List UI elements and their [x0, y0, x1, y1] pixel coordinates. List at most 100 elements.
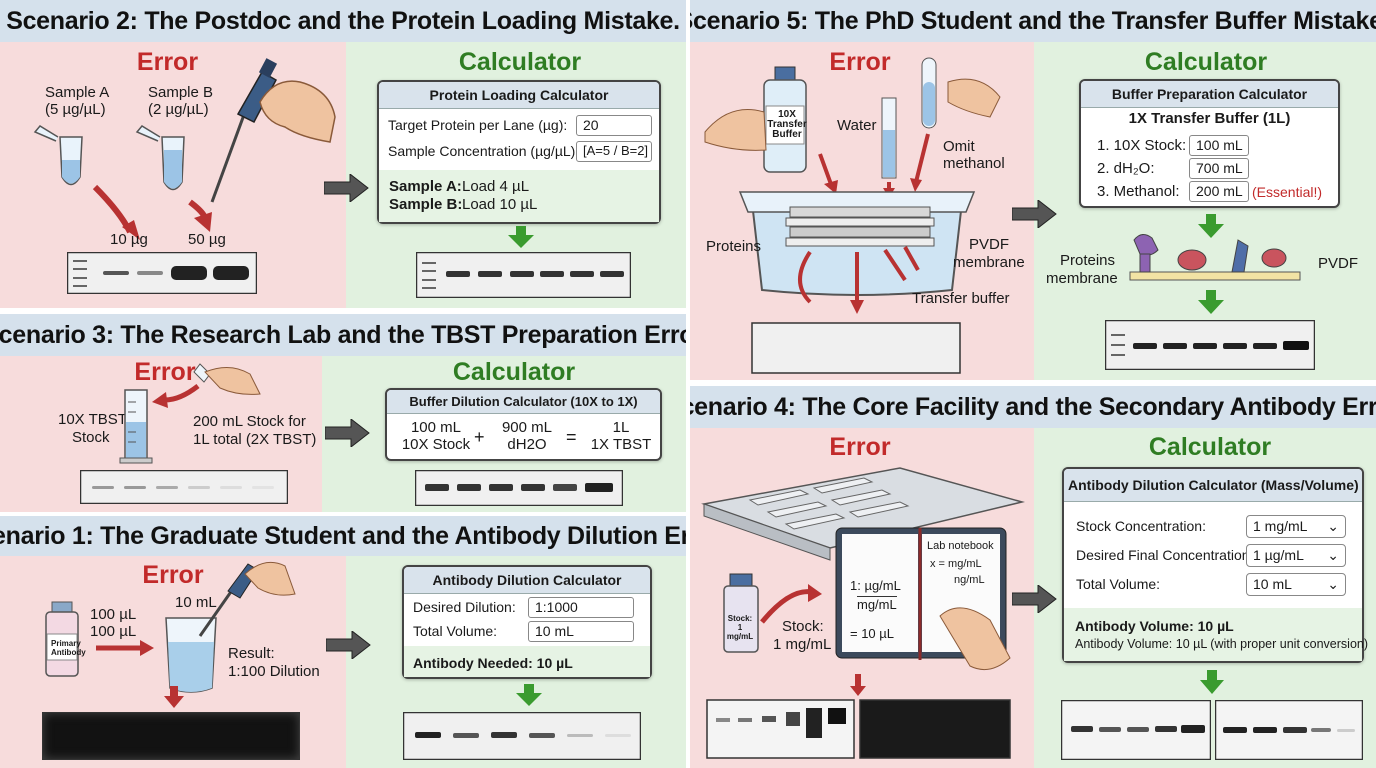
proteins-membrane-label: Proteins: [1060, 252, 1116, 269]
total-volume-value: 10 mL: [1253, 576, 1292, 592]
stock-concentration-select[interactable]: 1 mg/mL ⌄: [1246, 515, 1346, 538]
notebook-line-3: = 10 µL: [850, 626, 894, 641]
sample-b-concentration: (2 µg/µL): [148, 101, 209, 118]
result-dilution-value: 1:100 Dilution: [228, 663, 320, 680]
scenario-4-title: Scenario 4: The Core Facility and the Se…: [690, 386, 1376, 428]
pvdf-calculator-label: PVDF: [1318, 255, 1359, 272]
lab-notebook-title: Lab notebook: [927, 540, 994, 552]
notebook-equation-1: x = mg/mL: [930, 558, 982, 570]
scenario-2-title: Scenario 2: The Postdoc and the Protein …: [0, 0, 686, 42]
tbst-stock-label-line2: Stock: [72, 429, 110, 446]
transfer-buffer-label: Transfer buffer: [912, 290, 1010, 307]
tbst-plus-sign: +: [474, 427, 485, 447]
graduated-cylinder-icon: [119, 389, 153, 464]
target-protein-label: Target Protein per Lane (µg):: [388, 117, 568, 133]
scenario-5-error-illustration: [704, 57, 1001, 374]
scenario-3-error-illustration: [119, 363, 261, 464]
stock-label: Stock:: [782, 618, 824, 635]
scenario-2-arrow-icon: [324, 174, 369, 202]
antibody-needed-result: Antibody Needed: 10 µL: [413, 655, 573, 671]
scenario-1-error-heading: Error: [142, 561, 204, 589]
scenario-5-arrow-icon: [1012, 200, 1057, 228]
sample-a-concentration: (5 µg/µL): [45, 101, 106, 118]
desired-concentration-label: Desired Final Concentration:: [1076, 547, 1254, 563]
scenario-3-error-heading: Error: [134, 358, 196, 386]
scenario-5-green-arrow-icon: [1198, 214, 1224, 238]
buffer-preparation-calculator-title: Buffer Preparation Calculator: [1081, 81, 1338, 108]
scenario-1-down-arrow-icon: [164, 686, 184, 708]
total-volume-select[interactable]: 10 mL ⌄: [1246, 573, 1346, 596]
scenario-4-calculator-gel-1: [1061, 700, 1211, 760]
tube-a-icon: [33, 125, 83, 186]
target-protein-input[interactable]: 20: [576, 115, 652, 136]
scenario-4-calculator-heading: Calculator: [1148, 433, 1272, 461]
chevron-down-icon: ⌄: [1327, 518, 1339, 534]
stock-concentration-value: 1 mg/mL: [1253, 518, 1308, 534]
pipette-hand-icon: [198, 561, 296, 637]
tube-b-icon: [135, 125, 185, 191]
membrane-label: membrane: [1046, 270, 1118, 287]
transfer-tank-icon: [738, 191, 976, 296]
stock-vial-label: Stock: 1 mg/mL: [726, 614, 754, 641]
scenario-4-calculator-gel-2: [1215, 700, 1363, 760]
scenario-4-error-gel-2: [859, 699, 1011, 759]
result-label: Result:: [228, 645, 275, 662]
desired-concentration-select[interactable]: 1 µg/mL⌄: [1246, 544, 1346, 567]
tbst-stock-label-line1: 10X TBST: [58, 411, 127, 428]
transfer-buffer-subtitle: 1X Transfer Buffer (1L): [1128, 110, 1291, 127]
antibody-volume-1: 100 µL: [90, 606, 137, 623]
chevron-down-icon: ⌄: [1327, 576, 1339, 592]
tbst-term2-name: dH2O: [507, 436, 547, 453]
sample-b-label: Sample B: [148, 84, 214, 101]
methanol-label: methanol: [943, 155, 1005, 172]
antibody-volume-2: 100 µL: [90, 623, 137, 640]
stock-concentration-field-label: Stock Concentration:: [1076, 518, 1206, 534]
recipe-water-label: 2. dH₂O:: [1097, 160, 1155, 177]
pvdf-label: PVDF: [969, 236, 1010, 253]
antibody-dilution-calculator-title: Antibody Dilution Calculator: [404, 567, 650, 594]
scenario-2-calculator-heading: Calculator: [458, 48, 582, 76]
omit-label: Omit: [943, 138, 975, 155]
notebook-line-2: mg/mL: [857, 596, 897, 612]
desired-dilution-input[interactable]: 1:1000: [528, 597, 634, 618]
recipe-stock-label: 1. 10X Stock:: [1097, 137, 1187, 154]
scenario-5-error-gel: [751, 322, 961, 374]
recipe-water-value[interactable]: 700 mL: [1189, 158, 1249, 179]
scenario-4-green-arrow-icon: [1200, 670, 1224, 694]
total-volume-label: Total Volume:: [413, 623, 498, 639]
scenario-4-arrow-icon: [1012, 585, 1057, 613]
total-volume-input[interactable]: 10 mL: [528, 621, 634, 642]
hand-tube-icon: [193, 363, 261, 395]
chevron-down-icon: ⌄: [1327, 547, 1339, 563]
sample-concentration-input[interactable]: [A=5 / B=2]: [576, 141, 652, 162]
water-cylinder-icon: [881, 97, 897, 179]
recipe-stock-value[interactable]: 100 mL: [1189, 135, 1249, 156]
scenario-5-error-heading: Error: [829, 48, 891, 76]
beaker-icon: [165, 617, 217, 693]
recipe-methanol-value[interactable]: 200 mL: [1189, 181, 1249, 202]
tbst-note-line1: 200 mL Stock for: [193, 413, 306, 430]
tbst-result-name: 1X TBST: [590, 436, 652, 453]
pvdf-membrane-label: membrane: [953, 254, 1025, 271]
tbst-note-line2: 1L total (2X TBST): [193, 431, 317, 448]
scenario-1-calculator-gel: [403, 712, 641, 760]
notebook-line-1: 1: µg/mL: [850, 578, 901, 593]
scenario-5-calculator-heading: Calculator: [1144, 48, 1268, 76]
stock-concentration-label: 1 mg/mL: [773, 636, 832, 653]
scenario-2-error-heading: Error: [136, 48, 199, 76]
antibody-vial-icon: [45, 601, 79, 677]
result-sample-b-label: Sample B:: [389, 196, 463, 213]
result-sample-b-value: Load 10 µL: [462, 196, 538, 213]
scenario-2-calculator-gel: [416, 252, 631, 298]
membrane-proteins-illustration: [1129, 234, 1301, 281]
methanol-tube-icon: [921, 57, 937, 129]
tbst-term2-amount: 900 mL: [501, 419, 553, 436]
total-volume-field-label: Total Volume:: [1076, 576, 1161, 592]
hand-icon: [259, 80, 336, 143]
antibody-needed-area: [404, 646, 650, 677]
scenario-1-green-arrow-icon: [516, 684, 542, 706]
tbst-equals-sign: =: [566, 427, 577, 447]
scenario-5-title: Scenario 5: The PhD Student and the Tran…: [690, 0, 1376, 42]
transfer-buffer-bottle-icon: [763, 66, 807, 173]
tbst-term1-name: 10X Stock: [401, 436, 471, 453]
